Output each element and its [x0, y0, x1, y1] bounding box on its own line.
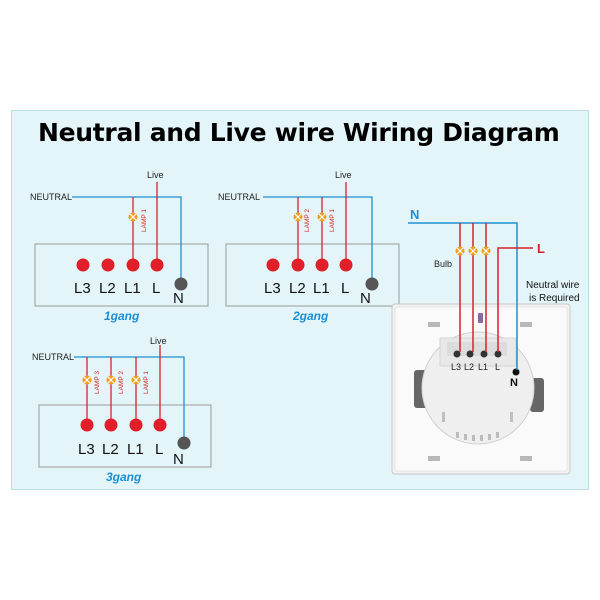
- switch-term-l1: [480, 350, 488, 358]
- gang3-term-l2-label: L2: [102, 441, 119, 458]
- gang2-terminal-l: [339, 258, 353, 272]
- gang1-neutral-label: NEUTRAL: [30, 192, 72, 202]
- switch-module: N L Bulb Neutral wire is Required L3 L2 …: [391, 207, 580, 475]
- gang1-lamp1-bulb: [127, 211, 139, 223]
- plate-slot: [520, 456, 532, 461]
- gang2-term-l3-label: L3: [264, 280, 281, 297]
- gang2-neutral-wire: [263, 196, 373, 282]
- switch-bulb-2: [467, 245, 479, 257]
- switch-term-l3: [453, 350, 461, 358]
- gang3-terminal-l1: [129, 418, 143, 432]
- gang2-lamp2-bulb: [292, 211, 304, 223]
- gang3-lamp2-label: LAMP 2: [118, 371, 125, 394]
- switch-bulb-1: [454, 245, 466, 257]
- gang1-term-l-label: L: [152, 280, 160, 297]
- gang3-lamp3-bulb: [81, 374, 93, 386]
- gang2-terminal-n: [365, 277, 379, 291]
- gang1-switch-box: [34, 243, 209, 307]
- gang1-neutral-wire: [72, 196, 182, 282]
- gang1-term-l1-label: L1: [124, 280, 141, 297]
- gang1-lamp1-label: LAMP 1: [141, 209, 148, 232]
- gang3-term-l-label: L: [155, 441, 163, 458]
- gang1-caption: 1gang: [104, 309, 140, 323]
- gang2-live-label: Live: [335, 170, 352, 180]
- gang3-term-n-label: N: [173, 451, 184, 468]
- switch-n-label: N: [410, 207, 419, 222]
- gang2-caption: 2gang: [292, 309, 329, 323]
- gang2-term-n-label: N: [360, 290, 371, 307]
- gang1-term-l3-label: L3: [74, 280, 91, 297]
- gang1-terminal-l2: [101, 258, 115, 272]
- switch-term-l2: [466, 350, 474, 358]
- gang2-term-l-label: L: [341, 280, 349, 297]
- gang3-term-l3-label: L3: [78, 441, 95, 458]
- switch-l-label: L: [537, 241, 545, 256]
- gang3-terminal-l: [153, 418, 167, 432]
- gang1-live-label: Live: [147, 170, 164, 180]
- gang1-term-l2-label: L2: [99, 280, 116, 297]
- gang2-terminal-l2: [291, 258, 305, 272]
- gang3-terminal-n: [177, 436, 191, 450]
- gang3-terminal-l3: [80, 418, 94, 432]
- gang3-caption: 3gang: [106, 470, 142, 484]
- page-title: Neutral and Live wire Wiring Diagram: [38, 118, 560, 147]
- switch-note-line2: is Required: [529, 293, 580, 304]
- switch-neutral-wire: [408, 222, 518, 370]
- gang2-neutral-label: NEUTRAL: [218, 192, 260, 202]
- gang2-terminal-l3: [266, 258, 280, 272]
- gang3-lamp2-bulb: [105, 374, 117, 386]
- gang3-term-l1-label: L1: [127, 441, 144, 458]
- plate-slot: [520, 322, 532, 327]
- gang3-lamp3-label: LAMP 3: [94, 371, 101, 394]
- gang3-neutral-label: NEUTRAL: [32, 352, 74, 362]
- gang1-terminal-l3: [76, 258, 90, 272]
- gang2-term-l2-label: L2: [289, 280, 306, 297]
- gang1-terminal-l1: [126, 258, 140, 272]
- switch-term-l1-label: L1: [478, 362, 488, 372]
- gang2-lamp1-bulb: [316, 211, 328, 223]
- gang2-lamp1-label: LAMP 1: [329, 209, 336, 232]
- switch-term-n-label: N: [510, 377, 518, 389]
- plate-slot: [428, 456, 440, 461]
- switch-term-l-label: L: [495, 362, 500, 372]
- switch-bulb-3: [480, 245, 492, 257]
- gang3-lamp1-bulb: [130, 374, 142, 386]
- gang3-diagram: LAMP 3 LAMP 2 LAMP 1 NEUTRAL Live L3 L2 …: [32, 336, 212, 484]
- gang1-term-n-label: N: [173, 290, 184, 307]
- gang2-diagram: LAMP 2 LAMP 1 NEUTRAL Live L3 L2 L1 L N …: [218, 170, 400, 323]
- gang1-terminal-l: [150, 258, 164, 272]
- gang2-terminal-l1: [315, 258, 329, 272]
- switch-term-l: [494, 350, 502, 358]
- gang3-terminal-l2: [104, 418, 118, 432]
- switch-bulb-label: Bulb: [434, 259, 452, 269]
- gang3-switch-box: [38, 404, 212, 468]
- gang1-terminal-n: [174, 277, 188, 291]
- switch-term-l2-label: L2: [464, 362, 474, 372]
- switch-term-n: [512, 368, 520, 376]
- gang3-lamp1-label: LAMP 1: [143, 371, 150, 394]
- gang3-live-label: Live: [150, 336, 167, 346]
- gang1-diagram: LAMP 1 NEUTRAL Live L3 L2 L1 L N 1gang: [30, 170, 209, 323]
- switch-term-l3-label: L3: [451, 362, 461, 372]
- switch-live-wire: [497, 247, 533, 352]
- gang2-term-l1-label: L1: [313, 280, 330, 297]
- switch-note-line1: Neutral wire: [526, 280, 580, 291]
- plate-slot: [428, 322, 440, 327]
- gang2-lamp2-label: LAMP 2: [304, 209, 311, 232]
- gang2-switch-box: [225, 243, 400, 307]
